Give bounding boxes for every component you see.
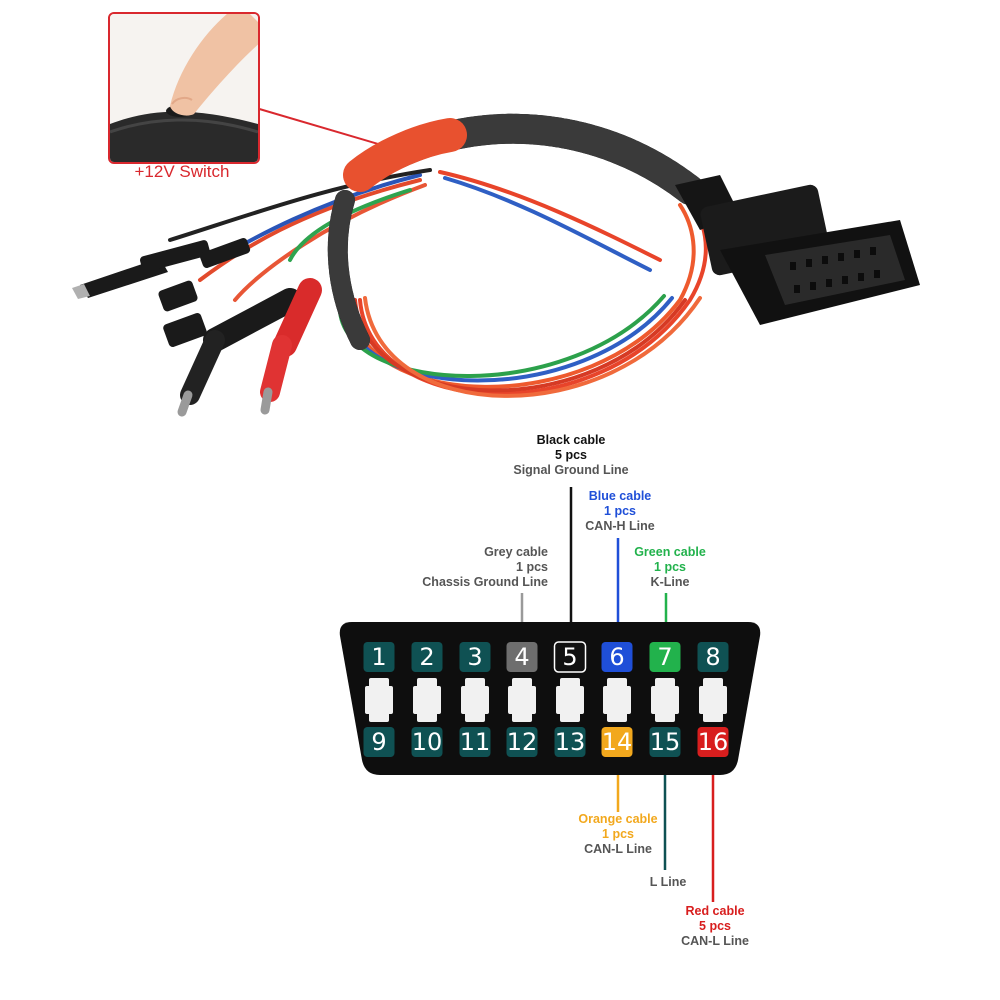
inset-callout-line: [255, 107, 386, 147]
pin-socket-wide: [699, 686, 727, 714]
pin-socket-wide: [603, 686, 631, 714]
pin-1-box: [363, 642, 395, 672]
pin-9-box: [363, 727, 395, 757]
pin-socket-wide: [365, 686, 393, 714]
product-photo-cable: [72, 107, 920, 417]
pin-1-number: 1: [371, 643, 386, 671]
pin-15-box: [649, 727, 681, 757]
label-red-cable: Red cable 5 pcs CAN-L Line: [681, 904, 749, 948]
pin-sockets: [365, 678, 727, 722]
pin-socket-wide: [651, 686, 679, 714]
pin-15-number: 15: [650, 728, 681, 756]
pin-4-number: 4: [514, 643, 529, 671]
label-l-line: L Line: [649, 875, 687, 889]
inset-caption: +12V Switch: [134, 162, 230, 181]
obd-connector-photo: [675, 175, 920, 325]
pin-10-box: [411, 727, 443, 757]
pin-socket-wide: [413, 686, 441, 714]
pin-10-number: 10: [412, 728, 443, 756]
pin-5-number: 5: [562, 643, 577, 671]
label-blue-cable: Blue cable 1 pcs CAN-H Line: [585, 489, 655, 533]
heat-shrink: [343, 118, 467, 192]
wire-bundle: [168, 168, 708, 398]
pin-13-number: 13: [555, 728, 586, 756]
pin-14-number: 14: [602, 728, 633, 756]
label-black-cable: Black cable 5 pcs Signal Ground Line: [513, 433, 629, 477]
pin-3-box: [459, 642, 491, 672]
pin-5-box: [553, 641, 587, 673]
pin-12-number: 12: [507, 728, 538, 756]
pin-7-box: [649, 642, 681, 672]
pin-8-box: [697, 642, 729, 672]
pin-3-number: 3: [467, 643, 482, 671]
pin-socket-wide: [461, 686, 489, 714]
pin-4-box: [506, 642, 538, 672]
pin-7-number: 7: [657, 643, 672, 671]
label-green-cable: Green cable 1 pcs K-Line: [634, 545, 706, 589]
switch-inset: [108, 12, 260, 164]
banana-plug-black: [177, 288, 302, 417]
banana-plug-red: [260, 278, 322, 415]
pin-11-number: 11: [460, 728, 491, 756]
pin-12-box: [506, 727, 538, 757]
pin-16-box: [697, 727, 729, 757]
pin-socket-wide: [556, 686, 584, 714]
pin-6-box: [601, 642, 633, 672]
label-grey-cable: Grey cable 1 pcs Chassis Ground Line: [422, 545, 548, 589]
label-orange-cable: Orange cable 1 pcs CAN-L Line: [578, 812, 658, 856]
pin-8-number: 8: [705, 643, 720, 671]
pin-13-box: [554, 727, 586, 757]
pin-11-box: [459, 727, 491, 757]
pin-2-number: 2: [419, 643, 434, 671]
alligator-clips: [72, 238, 251, 347]
finger-press-illustration: [110, 14, 258, 162]
pin-socket-wide: [508, 686, 536, 714]
pin-2-box: [411, 642, 443, 672]
pin-6-number: 6: [609, 643, 624, 671]
pin-16-number: 16: [698, 728, 729, 756]
pin-9-number: 9: [371, 728, 386, 756]
pin-14-box: [601, 727, 633, 757]
